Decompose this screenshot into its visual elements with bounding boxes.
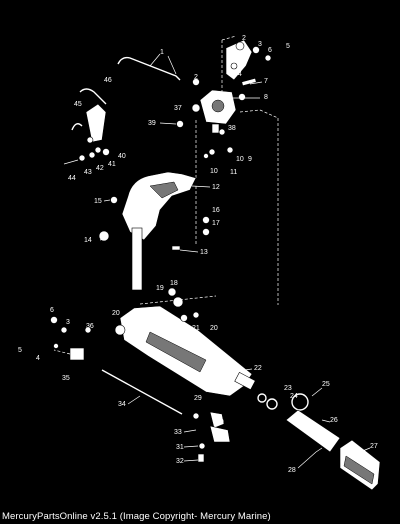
callout-26: 26: [330, 417, 338, 424]
callout-25: 25: [322, 381, 330, 388]
kill-switch-detail[interactable]: [50, 316, 92, 361]
callout-14: 14: [84, 237, 92, 244]
throttle-stop-assembly[interactable]: [192, 411, 231, 463]
callout-45: 45: [74, 101, 82, 108]
callout-41: 41: [108, 161, 116, 168]
callout-33: 33: [174, 429, 182, 436]
callout-32: 32: [176, 458, 184, 465]
callout-11: 11: [230, 169, 237, 176]
callout-42: 42: [96, 165, 104, 172]
callout-7: 7: [264, 78, 268, 85]
callout-10: 10: [210, 168, 218, 175]
callout-44: 44: [68, 175, 76, 182]
callout-16: 16: [212, 207, 220, 214]
callout-k5: 5: [18, 347, 22, 354]
callout-5: 5: [286, 43, 290, 50]
callout-15: 15: [94, 198, 102, 205]
callout-30: 30: [216, 419, 224, 426]
callout-9: 9: [248, 156, 252, 163]
callout-19: 19: [156, 285, 164, 292]
upper-bracket[interactable]: [192, 35, 272, 96]
callout-labels: 1 2 2 3 4 5 6 7 8 9 10 10 11 12 13 14 15…: [18, 35, 378, 474]
throttle-shaft[interactable]: [101, 369, 309, 415]
callout-2b: 2: [242, 35, 246, 42]
callout-24: 24: [290, 393, 298, 400]
callout-k6: 6: [50, 307, 54, 314]
callout-23: 23: [284, 385, 292, 392]
callout-34: 34: [118, 401, 126, 408]
handle-housing[interactable]: [114, 287, 253, 397]
callout-35: 35: [62, 375, 70, 382]
callout-36: 36: [86, 323, 94, 330]
callout-21: 21: [192, 325, 200, 332]
callout-2: 2: [194, 74, 198, 81]
exploded-parts-diagram: 1 2 2 3 4 5 6 7 8 9 10 10 11 12 13 14 15…: [18, 35, 381, 491]
callout-46: 46: [104, 77, 112, 84]
callout-18: 18: [170, 280, 178, 287]
cam-assembly[interactable]: [191, 89, 237, 134]
callout-43: 43: [84, 169, 92, 176]
callout-37: 37: [174, 105, 182, 112]
callout-k4: 4: [36, 355, 40, 362]
callout-20b: 20: [210, 325, 218, 332]
callout-13: 13: [200, 249, 208, 256]
callout-27: 27: [370, 443, 378, 450]
callout-28: 28: [288, 467, 296, 474]
callout-31: 31: [176, 444, 184, 451]
callout-1: 1: [160, 49, 164, 56]
callout-8: 8: [264, 94, 268, 101]
tiller-bracket[interactable]: [98, 171, 210, 291]
throttle-rod[interactable]: [117, 53, 181, 81]
shift-lever-bracket[interactable]: [63, 88, 110, 165]
callout-3: 3: [258, 41, 262, 48]
twist-grip[interactable]: [285, 409, 381, 491]
callout-4: 4: [238, 71, 242, 78]
callout-k3: 3: [66, 319, 70, 326]
callout-40: 40: [118, 153, 126, 160]
callout-20: 20: [112, 310, 120, 317]
callout-38: 38: [228, 125, 236, 132]
copyright-footer: MercuryPartsOnline v2.5.1 (Image Copyrig…: [2, 511, 271, 522]
callout-12: 12: [212, 184, 220, 191]
callout-6: 6: [268, 47, 272, 54]
leader-lines: [99, 55, 371, 469]
callout-17: 17: [212, 220, 220, 227]
callout-22: 22: [254, 365, 262, 372]
callout-10b: 10: [236, 156, 244, 163]
callout-39: 39: [148, 120, 156, 127]
pin-and-screws[interactable]: [176, 77, 279, 305]
callout-29: 29: [194, 395, 202, 402]
